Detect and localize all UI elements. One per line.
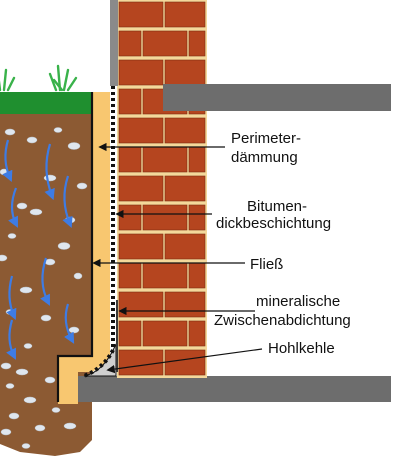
fleece-layer — [56, 92, 94, 402]
grass-strip — [0, 92, 92, 114]
perimeter-insulation — [58, 92, 110, 404]
cove-coating — [83, 349, 115, 378]
label-mineral-line1: mineralische — [256, 293, 340, 310]
label-bitumen-line2: dickbeschichtung — [216, 215, 331, 232]
grass-tufts — [0, 64, 78, 92]
label-fliess: Fließ — [250, 256, 283, 273]
label-bitumen-line1: Bitumen- — [247, 198, 307, 215]
wall-plaster — [110, 0, 118, 86]
label-mineral-line2: Zwischenabdichtung — [214, 312, 351, 329]
leader-lines — [92, 142, 263, 374]
label-hohlkehle: Hohlkehle — [268, 340, 335, 357]
water-flow-arrows — [2, 139, 75, 360]
brick-wall — [117, 0, 207, 378]
ceiling-slab — [163, 84, 391, 111]
floor-slab — [66, 376, 391, 402]
label-perimeter-line2: dämmung — [231, 149, 298, 166]
label-perimeter-line1: Perimeter- — [231, 130, 301, 147]
